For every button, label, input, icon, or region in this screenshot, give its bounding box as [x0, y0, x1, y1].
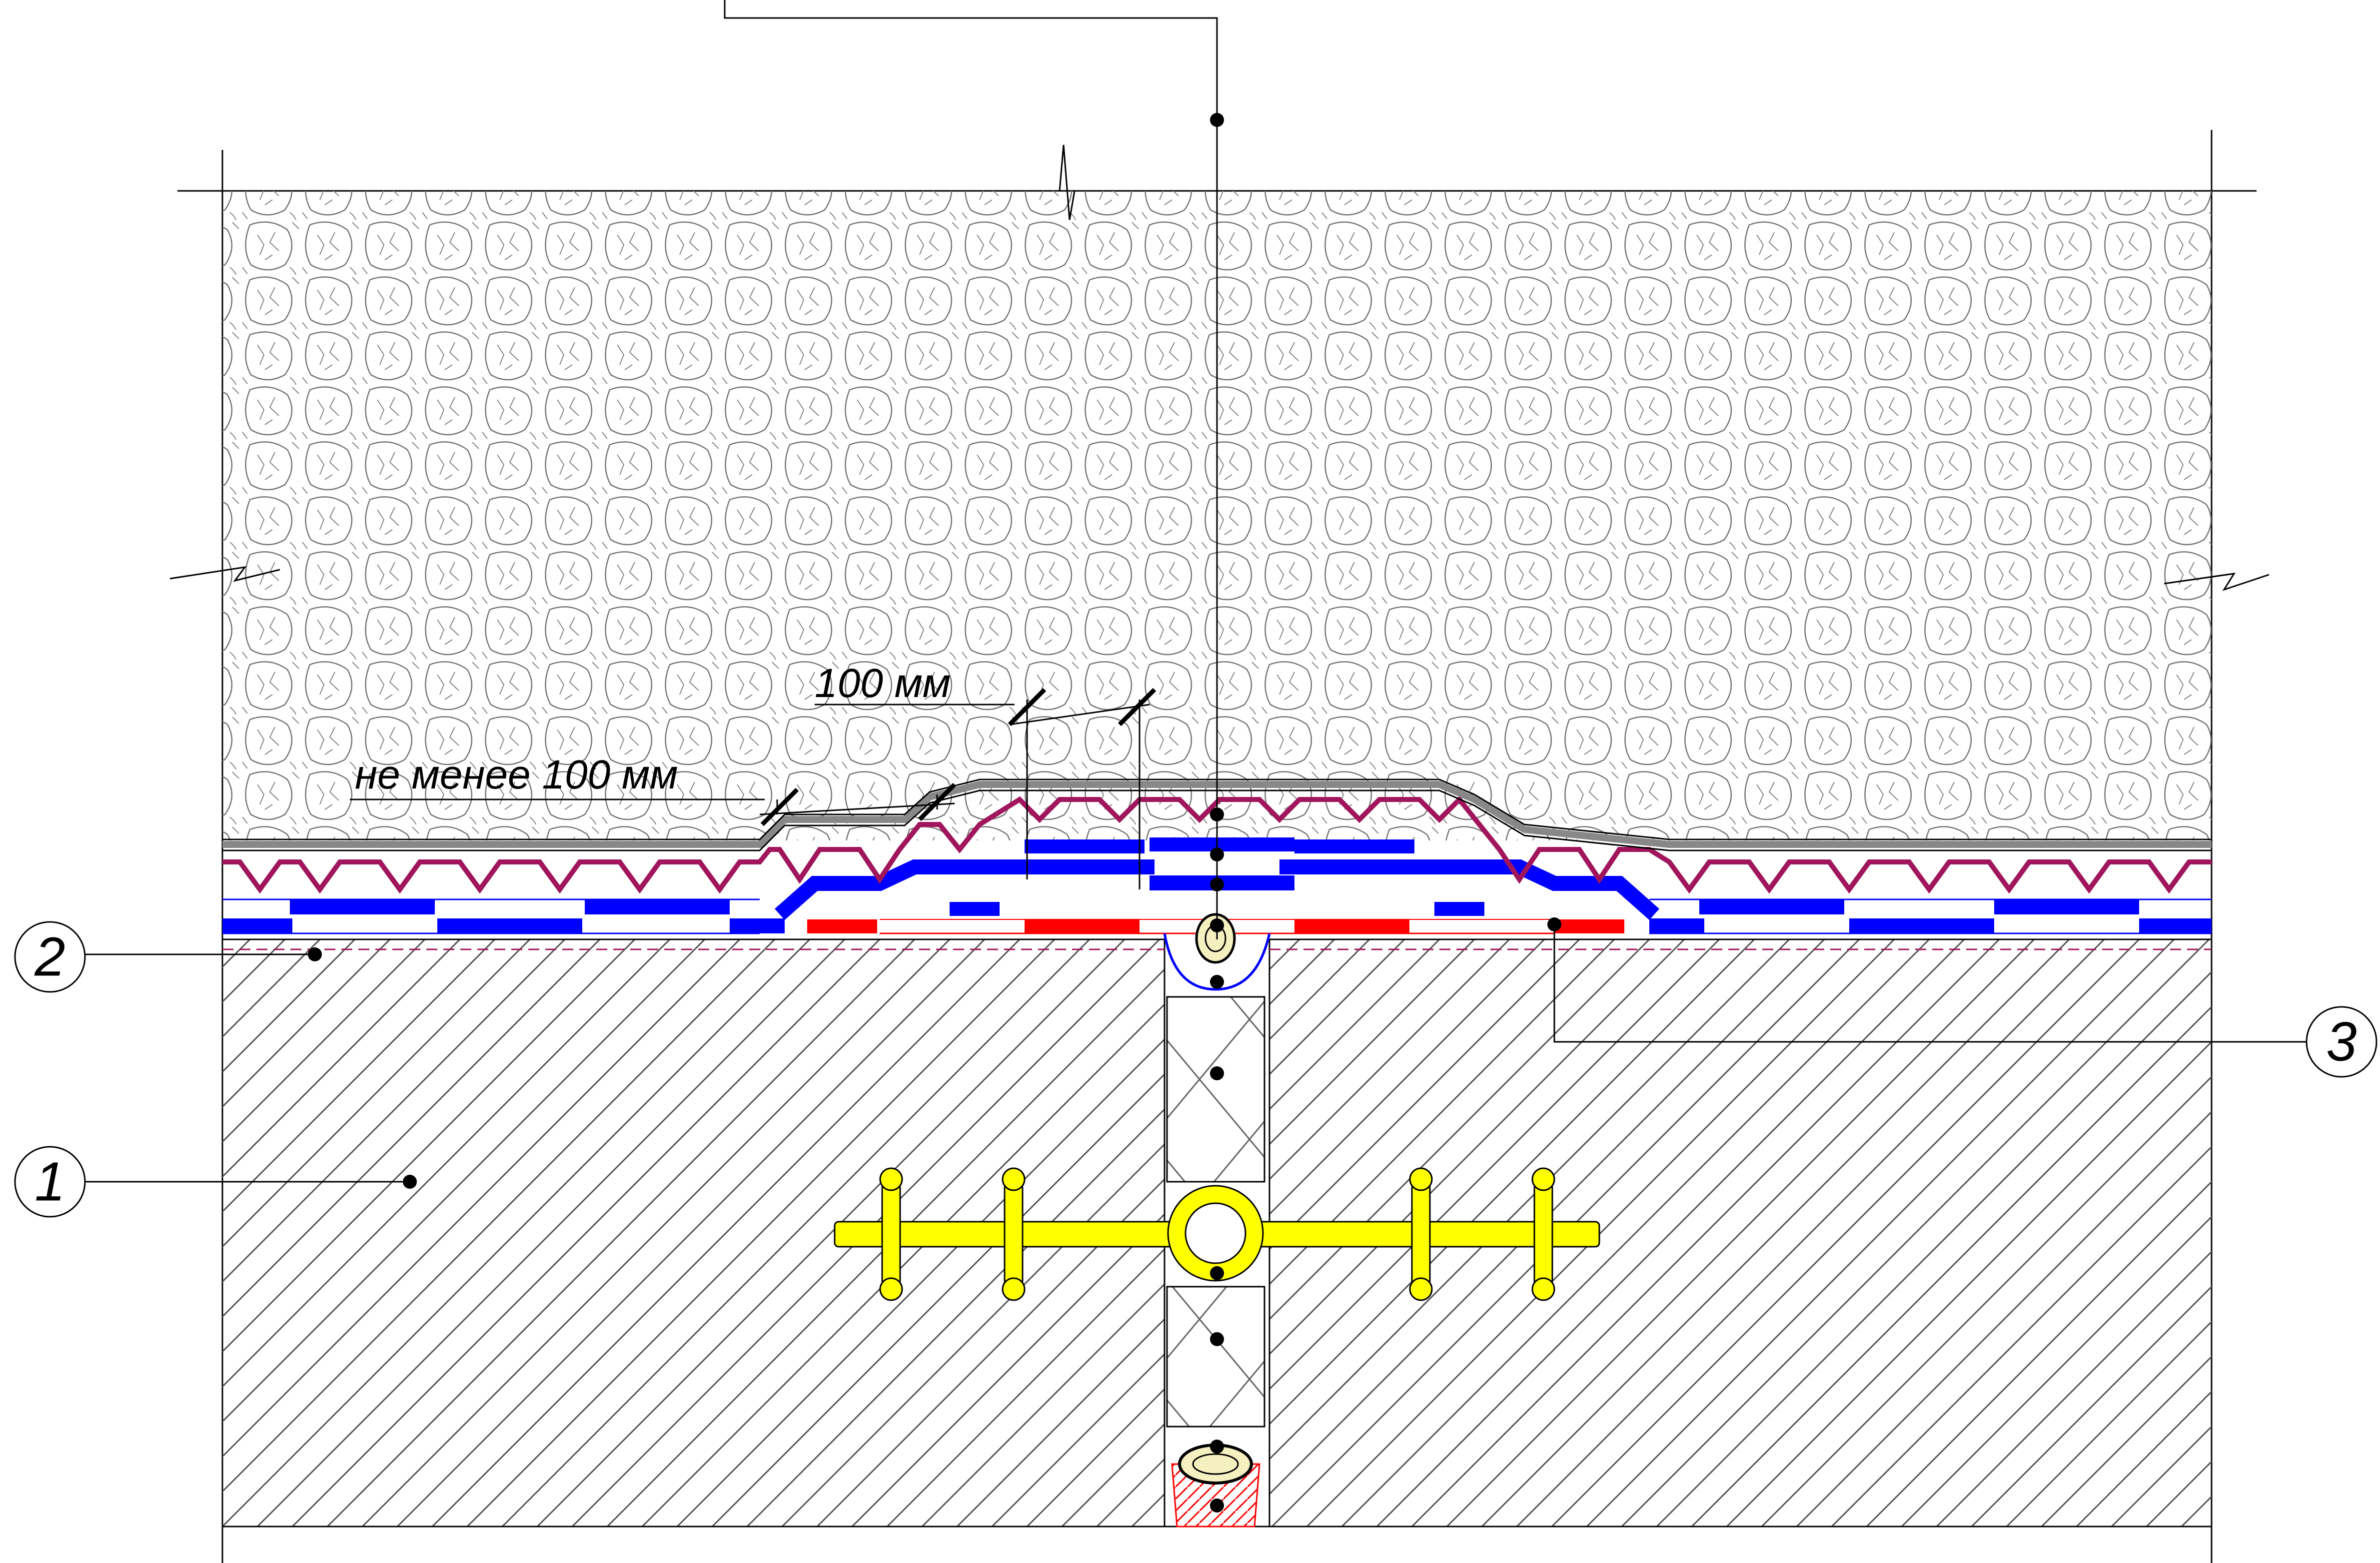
callout-1-label: 1: [34, 1151, 65, 1213]
callout-3: 3: [1547, 917, 2378, 1078]
center-axis: [1210, 120, 1224, 1513]
dimension-label-100: 100 мм: [815, 661, 951, 706]
red-reinforcement: [807, 919, 877, 933]
sealing-cord-top: [1195, 913, 1236, 964]
callout-2-label: 2: [34, 926, 65, 988]
callout-3-label: 3: [2326, 1011, 2357, 1073]
geotextile-layer: [222, 779, 2212, 851]
waterstop: [834, 1167, 1600, 1301]
callout-1: 1: [14, 1146, 417, 1218]
dimension-overlap-100: 100 мм: [815, 661, 1157, 889]
joint-fillers: [1166, 996, 1265, 1528]
soil-backfill: [169, 144, 2270, 840]
callout-2: 2: [14, 921, 322, 993]
dimension-label-min-100: не менее 100 мм: [355, 752, 678, 797]
dimension-min-overlap: не менее 100 мм: [350, 752, 957, 826]
drainage-membrane: [222, 795, 2212, 894]
top-leader: [724, 0, 1224, 127]
waterproofing-layers: [222, 837, 2212, 991]
